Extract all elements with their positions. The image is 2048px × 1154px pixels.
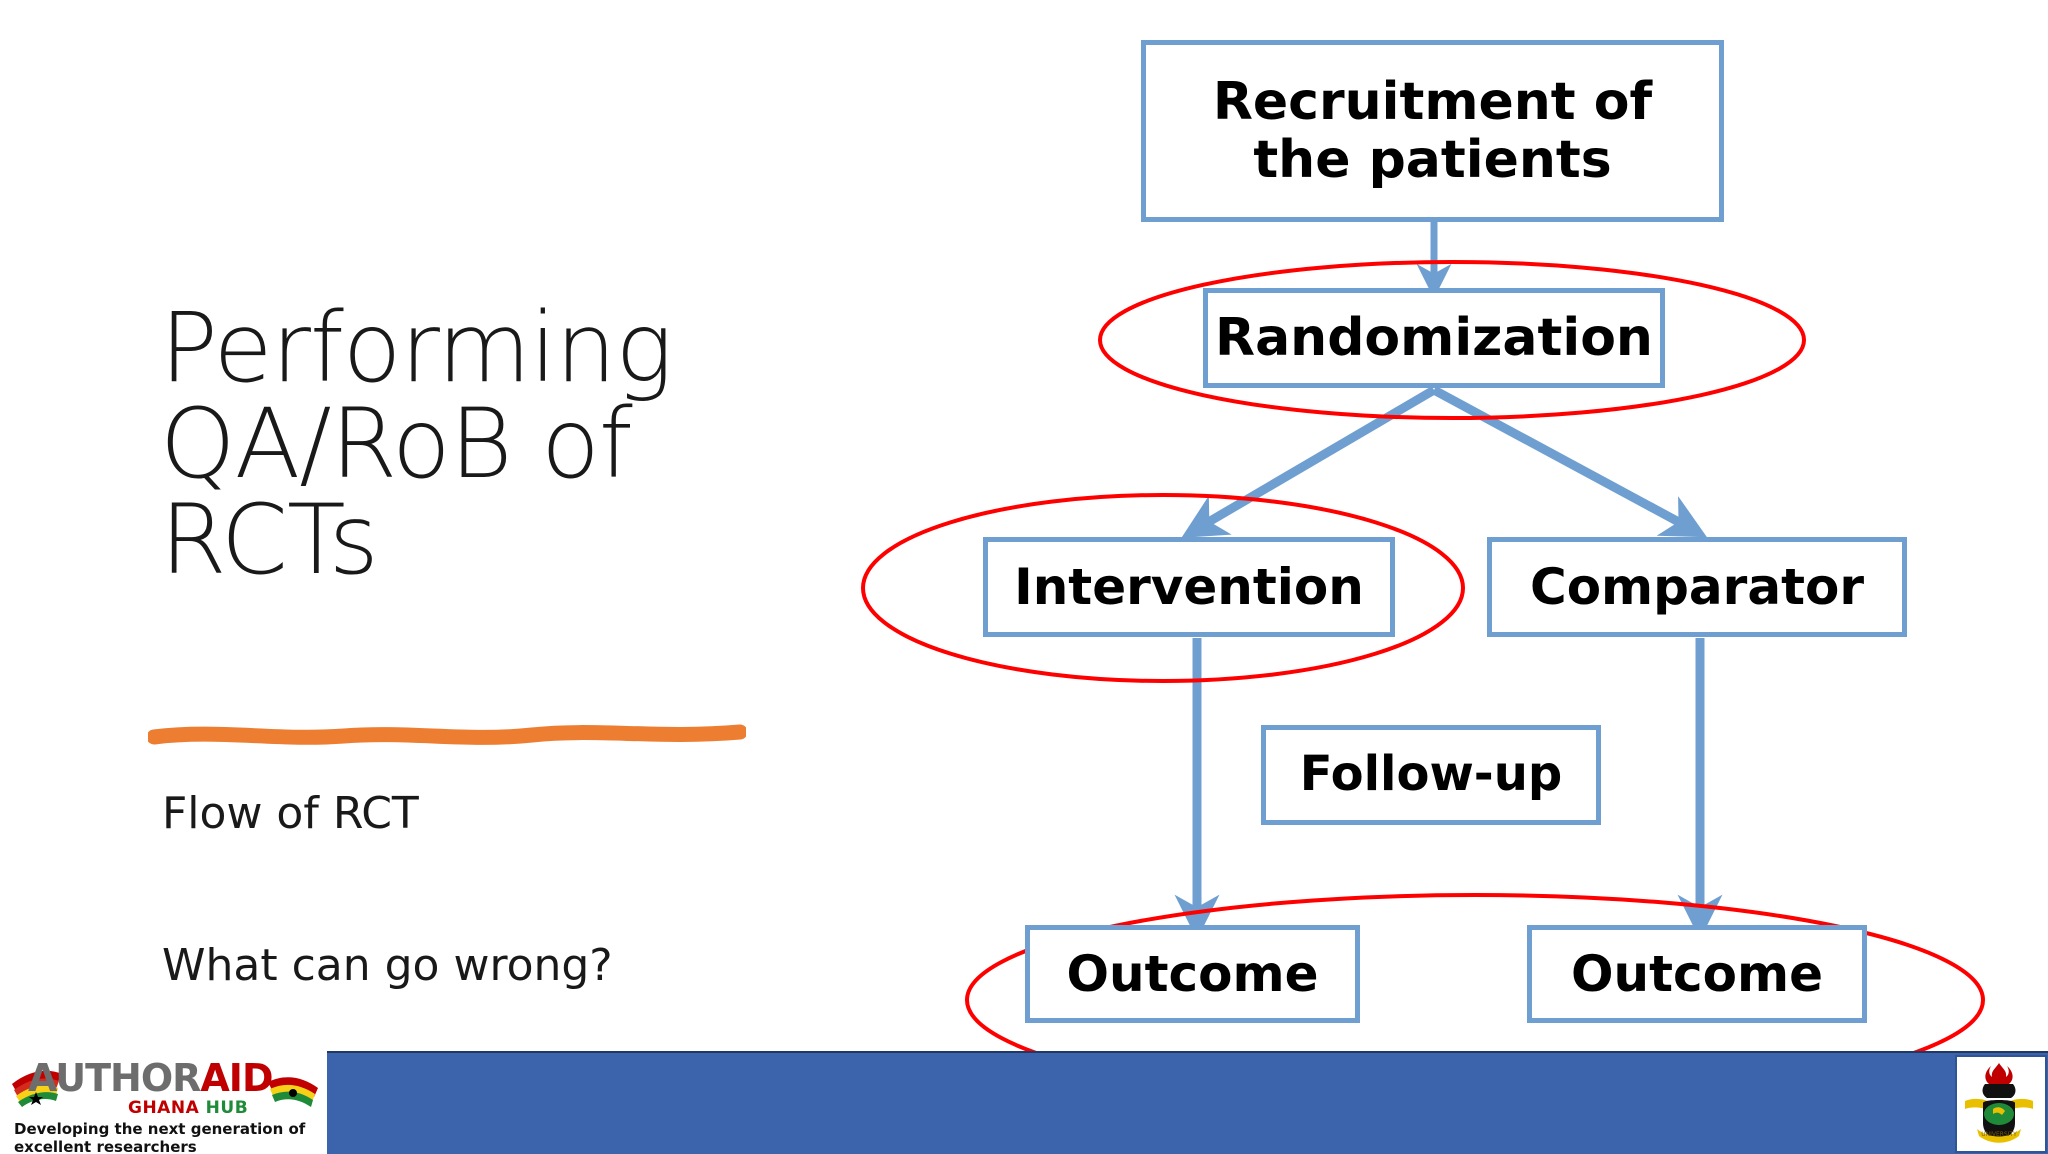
authoraid-wordmark: AUTHORAID — [28, 1056, 273, 1100]
body-line-what-can-go-wrong: What can go wrong? — [162, 940, 613, 991]
highlight-ellipse-randomization — [1098, 260, 1806, 420]
flow-node-outcome-right[interactable]: Outcome — [1527, 925, 1867, 1023]
title-underline-squiggle — [148, 724, 746, 745]
body-line-flow-of-rct: Flow of RCT — [162, 788, 419, 839]
flow-node-followup[interactable]: Follow-up — [1261, 725, 1601, 825]
logo-word-author: AUTHOR — [28, 1056, 201, 1100]
university-crest-icon: UNIVERSITY — [1957, 1057, 2041, 1147]
footer-band — [327, 1051, 2048, 1154]
logo-word-hub: HUB — [205, 1098, 249, 1118]
authoraid-logo: AUTHORAID GHANA HUB Developing the next … — [0, 1048, 327, 1152]
university-crest-logo: UNIVERSITY — [1955, 1055, 2047, 1153]
svg-text:UNIVERSITY: UNIVERSITY — [1981, 1131, 2017, 1138]
edge-randomization-to-intervention — [1181, 386, 1437, 538]
logo-word-aid: AID — [200, 1056, 273, 1100]
flow-node-randomization[interactable]: Randomization — [1203, 288, 1665, 388]
authoraid-tagline: Developing the next generation of excell… — [14, 1120, 306, 1152]
flow-node-comparator[interactable]: Comparator — [1487, 537, 1907, 637]
highlight-ellipse-intervention — [861, 493, 1465, 683]
flow-node-intervention[interactable]: Intervention — [983, 537, 1395, 637]
flow-node-recruitment[interactable]: Recruitment of the patients — [1141, 40, 1724, 222]
edge-randomization-to-comparator — [1431, 386, 1708, 538]
flow-node-outcome-left[interactable]: Outcome — [1025, 925, 1360, 1023]
authoraid-sub-wordmark: GHANA HUB — [128, 1098, 248, 1118]
logo-word-ghana: GHANA — [128, 1098, 200, 1118]
page-title: Performing QA/RoB of RCTs — [160, 292, 673, 596]
ghana-flag-ribbon-icon — [12, 1070, 318, 1107]
